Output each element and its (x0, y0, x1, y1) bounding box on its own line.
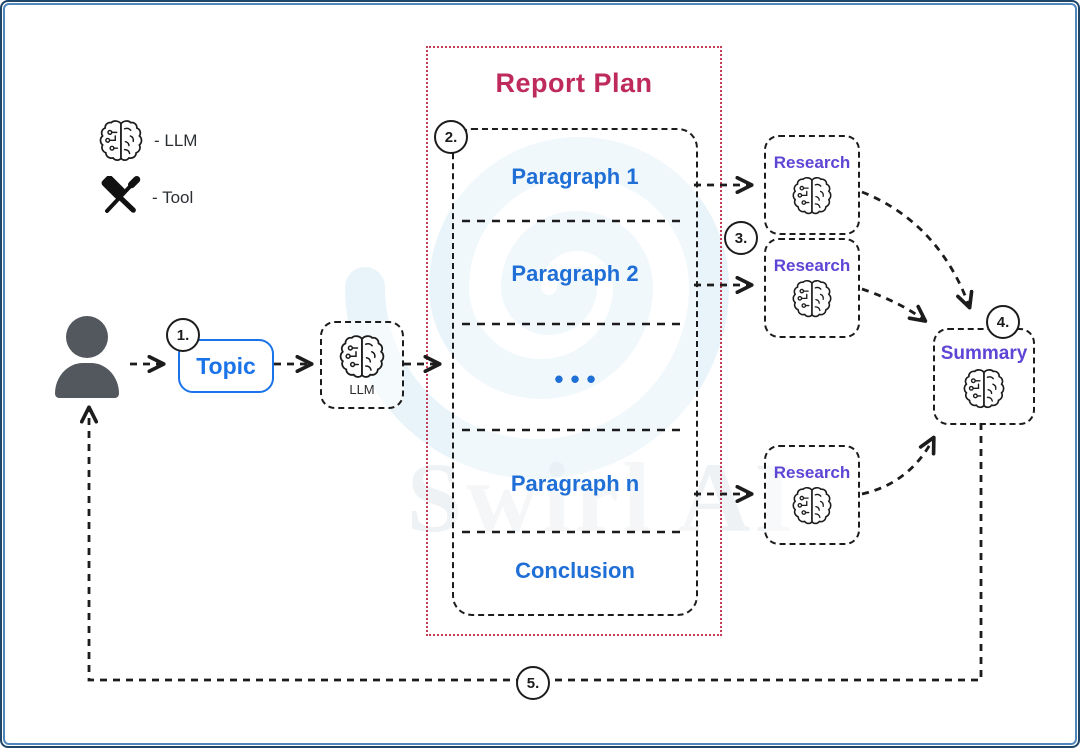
step-badge-3: 3. (724, 221, 758, 255)
report-plan-container: Report Plan Paragraph 1 Paragraph 2 ••• … (426, 46, 722, 636)
step-badge-1: 1. (166, 318, 200, 352)
user-body (55, 363, 119, 398)
step-badge-4: 4. (986, 305, 1020, 339)
plan-row-ellipsis: ••• (554, 364, 603, 394)
brain-icon (962, 367, 1006, 411)
llm-node[interactable]: LLM (320, 321, 404, 409)
step-badge-5: 5. (516, 666, 550, 700)
plan-row-paragraph-1[interactable]: Paragraph 1 (511, 164, 639, 189)
plan-row-paragraph-n[interactable]: Paragraph n (510, 471, 640, 496)
brain-icon (791, 278, 833, 320)
summary-label: Summary (940, 342, 1028, 364)
plan-row-paragraph-2[interactable]: Paragraph 2 (511, 261, 639, 286)
summary-node[interactable]: Summary (933, 328, 1035, 425)
plan-row-conclusion[interactable]: Conclusion (515, 558, 635, 583)
step-badge-2: 2. (434, 120, 468, 154)
research-label: Research (773, 463, 851, 482)
tool-icon (100, 176, 142, 218)
research-label: Research (773, 153, 851, 172)
research-node-2[interactable]: Research (764, 238, 860, 338)
llm-node-label: LLM (349, 382, 375, 397)
research-node-1[interactable]: Research (764, 135, 860, 235)
report-plan-box[interactable]: Paragraph 1 Paragraph 2 ••• Paragraph n … (452, 128, 698, 616)
brain-icon (98, 118, 144, 164)
user-head (66, 316, 108, 358)
research-label: Research (773, 256, 851, 275)
brain-icon (338, 333, 386, 381)
brain-icon (791, 485, 833, 527)
topic-node[interactable]: Topic (178, 339, 274, 393)
brain-icon (791, 175, 833, 217)
topic-label: Topic (196, 352, 256, 379)
legend-llm-label: - LLM (154, 131, 198, 150)
research-node-3[interactable]: Research (764, 445, 860, 545)
legend-tool-label: - Tool (152, 188, 194, 207)
report-plan-title: Report Plan (495, 68, 653, 98)
user-icon (55, 316, 119, 398)
